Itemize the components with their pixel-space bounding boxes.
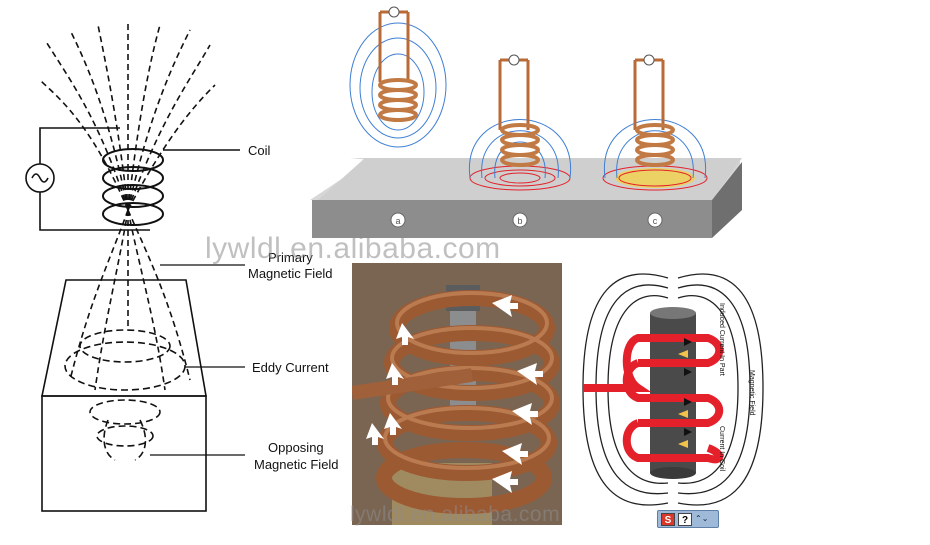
stage-c-source-icon [643,54,655,66]
coil-label: Coil [248,143,271,158]
stage-marker-b: b [517,216,522,226]
stage-marker-c: c [653,216,658,226]
induced-current-diagram: Induced Current In Part Magnetic Field C… [578,258,768,520]
workpiece-block [41,279,207,512]
stage-a-coil [349,6,447,148]
toolbar-arrows-icon[interactable]: ⌃⌄ [695,514,709,523]
eddy-current-schematic: Coil Primary Magnetic Field Eddy Current… [0,0,350,540]
primary-field-label-1: Primary [268,250,313,265]
stage-c-coil [602,54,708,191]
stages-drawing: a b c [310,6,742,238]
eddy-current-label: Eddy Current [252,360,329,375]
stage-b-coil [469,54,571,191]
induced-diagram-drawing: Induced Current In Part Magnetic Field C… [582,273,764,506]
yellow-current-arrows [678,350,688,448]
induced-current-label: Induced Current In Part [718,303,725,376]
plate-front [312,200,712,238]
watermark-main: lywldl.en.alibaba.com [205,232,501,265]
current-in-coil-label: Current In Coil [718,426,725,472]
floating-mini-toolbar: S ? ⌃⌄ [657,510,719,528]
stage-a-source-icon [388,6,400,18]
primary-field-lines [39,20,216,391]
coil-photo-drawing [352,263,562,525]
opposing-field-label-1: Opposing [268,440,324,455]
schematic-drawing [25,20,245,512]
stage-c-hot-zone [615,168,695,188]
stage-marker-a: a [395,216,400,226]
plate-side [712,162,742,238]
help-button[interactable]: ? [678,512,692,526]
copper-coil-photo [352,263,562,525]
primary-field-label-2: Magnetic Field [248,266,333,281]
eddy-current-loops [64,329,186,461]
s-button[interactable]: S [661,512,675,526]
opposing-field-label-2: Magnetic Field [254,457,339,472]
current-direction-arrows [366,295,543,493]
watermark-bottom: lywldl.en.alibaba.com [350,503,561,526]
red-coil [583,334,724,464]
circuit-wire [39,127,150,231]
stage-b-source-icon [508,54,520,66]
magnetic-field-label: Magnetic Field [748,370,755,416]
induction-stages-illustration: a b c [310,0,930,240]
